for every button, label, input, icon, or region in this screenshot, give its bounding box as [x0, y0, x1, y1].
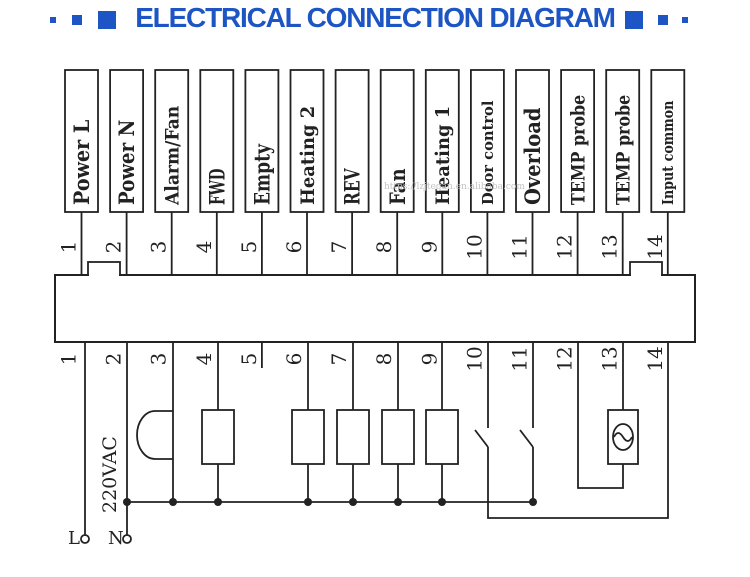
terminal-number-lower: 2 — [102, 353, 126, 366]
terminal-label: Power L — [69, 120, 94, 205]
terminal-label: REV — [340, 168, 365, 205]
terminal-number-lower: 13 — [598, 346, 622, 371]
relay-coils — [201, 409, 459, 465]
terminal-number-lower: 10 — [462, 346, 486, 371]
terminal-label: Power N — [114, 120, 139, 205]
decor-square-medium — [72, 15, 82, 25]
terminal-label: Overload — [520, 107, 545, 205]
wiring — [84, 342, 669, 535]
terminal-number-upper: 11 — [508, 234, 532, 259]
terminal-number-upper: 14 — [643, 234, 667, 259]
decor-square-large — [625, 11, 643, 29]
terminal-label-box — [379, 69, 415, 213]
terminal-label: Input common — [659, 101, 677, 205]
terminal-label: Fan — [385, 168, 410, 205]
decor-square-small — [682, 17, 688, 23]
page-title: ELECTRICAL CONNECTION DIAGRAM — [135, 2, 616, 33]
terminal-number-upper: 9 — [417, 241, 441, 254]
decor-square-small — [50, 17, 56, 23]
terminal-label: Alarm/Fan — [162, 106, 184, 206]
terminal-label: FWD — [204, 168, 229, 205]
terminal-number-upper: 4 — [192, 241, 216, 254]
terminal-number-upper: 13 — [598, 234, 622, 259]
terminal-number-upper: 3 — [147, 241, 171, 254]
temp-probe-symbol — [607, 409, 639, 465]
decor-square-medium — [658, 15, 668, 25]
terminal-label-box — [560, 69, 595, 213]
diagram-header: ELECTRICAL CONNECTION DIAGRAM — [0, 0, 750, 46]
terminal-label-box — [515, 69, 550, 213]
terminal-number-upper: 12 — [553, 234, 577, 259]
terminal-label: TEMP probe — [613, 95, 635, 205]
terminal-number-lower: 6 — [282, 353, 306, 366]
terminal-number-upper: 6 — [282, 241, 306, 254]
terminal-block — [54, 261, 696, 343]
terminal-label-box — [64, 69, 99, 213]
supply-voltage-label: 220VAC — [99, 436, 121, 513]
terminal-number-upper: 2 — [102, 241, 126, 254]
terminal-number-lower: 12 — [553, 346, 577, 371]
junction-dots — [123, 498, 537, 506]
terminal-number-upper: 10 — [462, 234, 486, 259]
terminal-number-upper: 1 — [57, 241, 81, 254]
terminal-label-box — [469, 69, 505, 213]
terminal-label: Empty — [249, 143, 274, 205]
terminal-number-lower: 4 — [192, 353, 216, 366]
terminal-number-lower: 5 — [237, 353, 261, 366]
terminal-number-upper: 7 — [327, 241, 351, 254]
decor-square-large — [98, 11, 116, 29]
terminal-label-box — [244, 69, 280, 213]
terminal-number-lower: 9 — [417, 353, 441, 366]
terminal-number-upper: 5 — [237, 241, 261, 254]
terminal-label-box — [650, 69, 686, 213]
terminal-number-upper: 8 — [372, 241, 396, 254]
terminal-label: Heating 2 — [297, 106, 319, 205]
terminal-label-box — [109, 69, 144, 213]
terminal-label-box — [154, 69, 190, 213]
terminal-number-lower: 8 — [372, 353, 396, 366]
supply-terminals — [80, 534, 132, 544]
terminal-label-box — [605, 69, 641, 213]
terminal-label: TEMP probe — [567, 95, 589, 205]
supply-line-label: L — [68, 528, 80, 549]
terminal-label: Door control — [479, 100, 497, 205]
buzzer-symbol — [136, 410, 173, 460]
terminal-number-lower: 11 — [508, 346, 532, 371]
terminal-number-lower: 7 — [327, 353, 351, 366]
watermark: https://lzjtegan.en.alibaba.com — [384, 182, 525, 192]
terminal-number-lower: 14 — [643, 346, 667, 371]
terminal-label: Heating 1 — [432, 106, 454, 205]
terminal-number-lower: 1 — [57, 353, 81, 366]
supply-neutral-label: N — [108, 528, 124, 549]
terminal-number-lower: 3 — [147, 353, 171, 366]
